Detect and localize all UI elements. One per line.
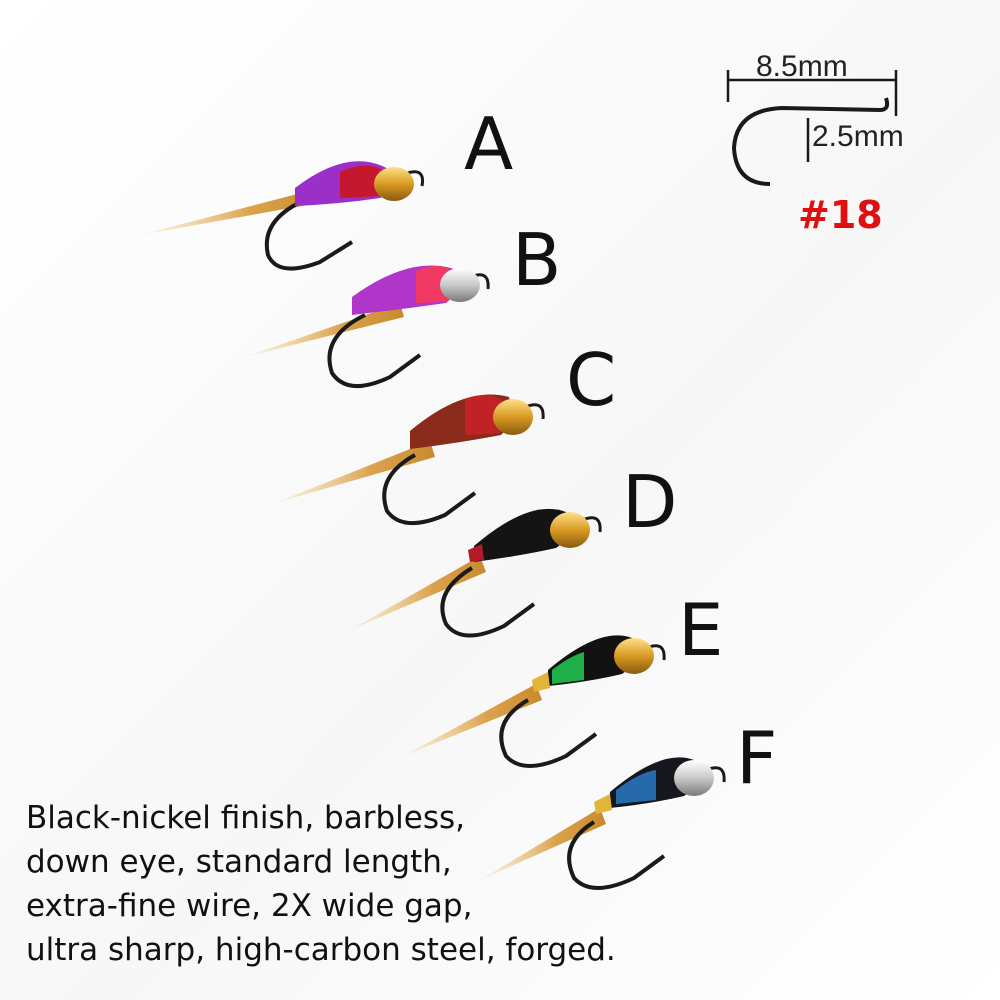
fly-e-illustration <box>403 635 666 768</box>
bead-head <box>493 399 533 435</box>
fly-c-illustration <box>275 394 545 526</box>
bead-head <box>374 167 414 201</box>
tail-fibers <box>350 556 486 630</box>
hook-diagram <box>726 70 898 186</box>
spec-line-1: Black-nickel finish, barbless, <box>26 800 465 836</box>
fly-label-a: A <box>464 102 514 186</box>
hook-bend <box>567 820 666 890</box>
hook-bend <box>327 313 422 389</box>
fly-label-b: B <box>512 218 562 302</box>
hook-bend <box>499 698 598 768</box>
hook-eye-diagram <box>879 97 890 112</box>
bead-head <box>550 512 590 548</box>
hook-bend <box>440 566 536 638</box>
hook-width-label: 8.5mm <box>756 50 848 83</box>
fly-d-illustration <box>350 508 602 638</box>
spec-line-3: extra-fine wire, 2X wide gap, <box>26 888 473 924</box>
hook-bend <box>264 198 354 271</box>
fly-label-e: E <box>678 588 724 672</box>
bead-head <box>674 760 714 796</box>
fly-a-illustration <box>140 161 425 271</box>
tail-fibers <box>403 684 542 756</box>
fly-body <box>474 508 568 562</box>
bead-head <box>440 268 480 302</box>
tail-fibers <box>480 808 606 880</box>
fly-label-c: C <box>566 338 617 422</box>
tail-fibers <box>140 188 324 235</box>
hook-specification-text: Black-nickel finish, barbless, down eye,… <box>26 796 616 972</box>
hook-bend <box>382 453 477 526</box>
tail-fibers <box>275 441 435 503</box>
fly-label-f: F <box>736 716 778 800</box>
fly-b-illustration <box>245 265 490 389</box>
hook-shape-diagram <box>731 105 881 186</box>
hook-gap-label: 2.5mm <box>812 120 904 153</box>
spec-line-2: down eye, standard length, <box>26 844 452 880</box>
fly-label-d: D <box>622 460 678 544</box>
hook-size-label: #18 <box>798 193 883 237</box>
fly-f-illustration <box>480 757 726 890</box>
bead-head <box>614 638 654 674</box>
spec-line-4: ultra sharp, high-carbon steel, forged. <box>26 932 616 968</box>
